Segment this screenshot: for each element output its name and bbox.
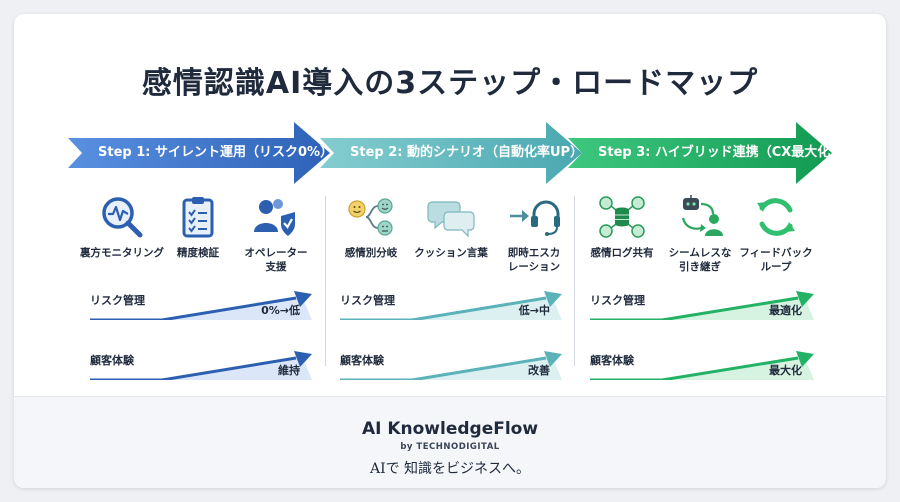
step-1-metric-cx-value: 維持 [278, 364, 300, 377]
step-1-item-verification: 精度検証 [152, 194, 244, 260]
step-2-metric-risk: リスク管理 低→中 [340, 290, 562, 320]
magnifier-pulse-icon [102, 197, 143, 238]
step-2-item-escalation: 即時エスカ レーション [488, 194, 580, 274]
step-1-banner: Step 1: サイレント運用（リスク0%） [68, 122, 334, 184]
step-3-metric-risk-name: リスク管理 [590, 294, 645, 307]
step-3-item-feedback-loop: フィードバック ループ [730, 194, 822, 274]
step-3-label: Step 3: ハイブリッド連携（CX最大化） [598, 145, 844, 160]
step-3-metric-risk-trend [590, 291, 814, 320]
step-2-item-emotion-branch: 感情別分岐 [325, 194, 417, 260]
emotion-branch-icon [348, 198, 393, 236]
step-2-metric-cx-name: 顧客体験 [340, 354, 384, 367]
brand-tagline: AIで 知識をビジネスへ。 [369, 461, 531, 477]
step-3-item-emotion-log: 感情ログ共有 [576, 194, 668, 260]
roadmap-card: 感情認識AI導入の3ステップ・ロードマップ Step 1: サイレント運用（リス… [14, 14, 886, 488]
step-2-metric-risk-name: リスク管理 [340, 294, 395, 307]
step-3-item-emotion-log-label: 感情ログ共有 [590, 247, 654, 259]
step-3-item-seamless-handoff-label: シームレスな 引き継ぎ [668, 247, 732, 273]
step-3-metric-cx-value: 最大化 [769, 364, 802, 377]
step-1-metric-cx-name: 顧客体験 [90, 354, 134, 367]
step-2-arrow-shape [320, 122, 582, 184]
step-2-item-cushion-words-label: クッション言葉 [414, 247, 488, 259]
step-1-item-monitoring-label: 裏方モニタリング [80, 247, 164, 259]
step-2-item-cushion-words: クッション言葉 [405, 194, 497, 260]
step-2-label: Step 2: 動的シナリオ（自動化率UP） [350, 145, 584, 160]
step-3-metric-risk-value: 最適化 [769, 304, 802, 317]
step-3-metric-cx: 顧客体験 最大化 [590, 350, 814, 380]
step-3-banner: Step 3: ハイブリッド連携（CX最大化） [568, 122, 843, 184]
step-3-item-feedback-loop-label: フィードバック ループ [739, 247, 813, 273]
step-2-item-escalation-label: 即時エスカ レーション [507, 247, 561, 273]
emotion-database-icon [599, 196, 645, 238]
step-1-metric-risk-value: 0%→低 [261, 304, 300, 317]
headset-escalation-icon [510, 200, 560, 236]
step-1-metric-risk-trend [90, 291, 312, 320]
step-2-metric-cx: 顧客体験 改善 [340, 350, 562, 380]
step-1-metric-cx: 顧客体験 維持 [90, 350, 312, 380]
step-1-metric-risk-name: リスク管理 [90, 294, 145, 307]
operator-shield-icon [254, 199, 295, 236]
step-1-item-monitoring: 裏方モニタリング [76, 194, 168, 260]
step-divider-2 [574, 196, 575, 366]
brand-name: AI KnowledgeFlow [361, 419, 539, 439]
step-3-arrow-shape [568, 122, 832, 184]
step-1-arrow-shape [68, 122, 330, 184]
page-title: 感情認識AI導入の3ステップ・ロードマップ [141, 66, 759, 101]
step-1-label: Step 1: サイレント運用（リスク0%） [98, 145, 334, 160]
brand-footer: AI KnowledgeFlow by TECHNODIGITAL AIで 知識… [14, 396, 886, 488]
step-3-metric-risk: リスク管理 最適化 [590, 290, 814, 320]
step-2-item-emotion-branch-label: 感情別分岐 [344, 247, 398, 259]
speech-bubbles-icon [427, 201, 475, 238]
feedback-loop-icon [757, 198, 795, 236]
step-1-item-operator-support-label: オペレーター 支援 [244, 247, 308, 273]
step-1-metric-cx-trend [90, 351, 312, 380]
bot-handoff-icon [681, 195, 723, 236]
step-2-metric-risk-trend [340, 291, 562, 320]
step-2-banner: Step 2: 動的シナリオ（自動化率UP） [320, 122, 584, 184]
step-2-metric-risk-value: 低→中 [518, 304, 550, 317]
clipboard-checklist-icon [182, 197, 214, 238]
step-2-metric-cx-trend [340, 351, 562, 380]
step-2-metric-cx-value: 改善 [528, 364, 550, 377]
step-1-metric-risk: リスク管理 0%→低 [90, 290, 312, 320]
step-3-metric-cx-trend [590, 351, 814, 380]
step-3-metric-cx-name: 顧客体験 [590, 354, 634, 367]
step-1-item-verification-label: 精度検証 [177, 247, 219, 259]
brand-byline: by TECHNODIGITAL [400, 442, 500, 452]
step-1-item-operator-support: オペレーター 支援 [230, 194, 322, 274]
step-3-item-seamless-handoff: シームレスな 引き継ぎ [654, 194, 746, 274]
step-divider-1 [325, 196, 326, 366]
